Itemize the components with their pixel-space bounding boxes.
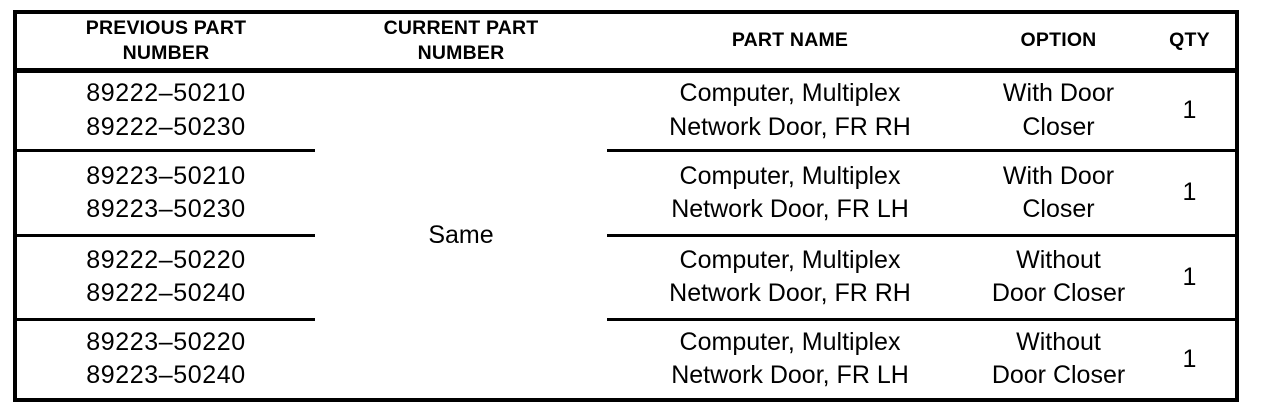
part-name-line: Computer, Multiplex — [679, 327, 901, 356]
table-row: 89223–50210 89223–50230 Computer, Multip… — [15, 150, 1237, 237]
option-line: Closer — [1022, 195, 1095, 224]
column-header-current-part-number-line2: NUMBER — [417, 41, 505, 64]
option-line: With Door — [1002, 79, 1115, 108]
part-name-line: Computer, Multiplex — [679, 161, 901, 190]
option-line: Door Closer — [991, 279, 1126, 308]
option-line: With Door — [1002, 161, 1115, 190]
part-name-line: Computer, Multiplex — [679, 245, 901, 274]
column-header-option: OPTION — [973, 12, 1144, 73]
option-line: Door Closer — [991, 361, 1126, 390]
previous-part-number-line: 89223–50220 — [86, 327, 246, 356]
column-header-qty: QTY — [1144, 12, 1237, 73]
cell-qty: 1 — [1144, 70, 1237, 153]
part-name-line: Network Door, FR RH — [669, 279, 911, 308]
part-name-line: Computer, Multiplex — [679, 79, 901, 108]
column-header-previous-part-number-line2: NUMBER — [122, 41, 210, 64]
previous-part-number-line: 89223–50230 — [86, 195, 246, 224]
column-header-current-part-number: CURRENT PART NUMBER — [315, 12, 607, 73]
previous-part-number-line: 89223–50210 — [86, 161, 246, 190]
cell-current-part-number-same: Same — [315, 70, 607, 402]
option-line: Closer — [1022, 112, 1095, 141]
table-header-row: PREVIOUS PART NUMBER CURRENT PART NUMBER… — [15, 12, 1237, 73]
cell-previous-part-number: 89222–50210 89222–50230 — [15, 70, 315, 153]
cell-part-name: Computer, Multiplex Network Door, FR RH — [607, 235, 973, 321]
table-row: 89222–50220 89222–50240 Computer, Multip… — [15, 235, 1237, 321]
part-name-line: Network Door, FR LH — [671, 195, 909, 224]
table-row: 89222–50210 89222–50230 Same Computer, M… — [15, 70, 1237, 402]
cell-option: With Door Closer — [973, 70, 1144, 153]
cell-qty: 1 — [1144, 235, 1237, 321]
previous-part-number-line: 89223–50240 — [86, 361, 246, 390]
column-header-current-part-number-line1: CURRENT PART — [383, 16, 539, 39]
option-line: Without — [1016, 245, 1101, 274]
cell-part-name: Computer, Multiplex Network Door, FR LH — [607, 150, 973, 237]
column-header-part-name: PART NAME — [607, 12, 973, 73]
cell-previous-part-number: 89223–50210 89223–50230 — [15, 150, 315, 237]
part-name-line: Network Door, FR RH — [669, 112, 911, 141]
previous-part-number-line: 89222–50240 — [86, 279, 246, 308]
option-line: Without — [1016, 327, 1101, 356]
previous-part-number-line: 89222–50220 — [86, 245, 246, 274]
cell-option: With Door Closer — [973, 150, 1144, 237]
part-name-line: Network Door, FR LH — [671, 361, 909, 390]
previous-part-number-line: 89222–50230 — [86, 112, 246, 141]
previous-part-number-line: 89222–50210 — [86, 79, 246, 108]
cell-part-name: Computer, Multiplex Network Door, FR LH — [607, 319, 973, 400]
cell-qty: 1 — [1144, 319, 1237, 400]
cell-option: Without Door Closer — [973, 235, 1144, 321]
cell-option: Without Door Closer — [973, 319, 1144, 400]
table-row: 89223–50220 89223–50240 Computer, Multip… — [15, 319, 1237, 400]
cell-previous-part-number: 89222–50220 89222–50240 — [15, 235, 315, 321]
cell-qty: 1 — [1144, 150, 1237, 237]
column-header-previous-part-number: PREVIOUS PART NUMBER — [15, 12, 315, 73]
cell-part-name: Computer, Multiplex Network Door, FR RH — [607, 70, 973, 153]
parts-comparison-table: PREVIOUS PART NUMBER CURRENT PART NUMBER… — [13, 10, 1239, 402]
cell-previous-part-number: 89223–50220 89223–50240 — [15, 319, 315, 400]
column-header-previous-part-number-line1: PREVIOUS PART — [85, 16, 247, 39]
